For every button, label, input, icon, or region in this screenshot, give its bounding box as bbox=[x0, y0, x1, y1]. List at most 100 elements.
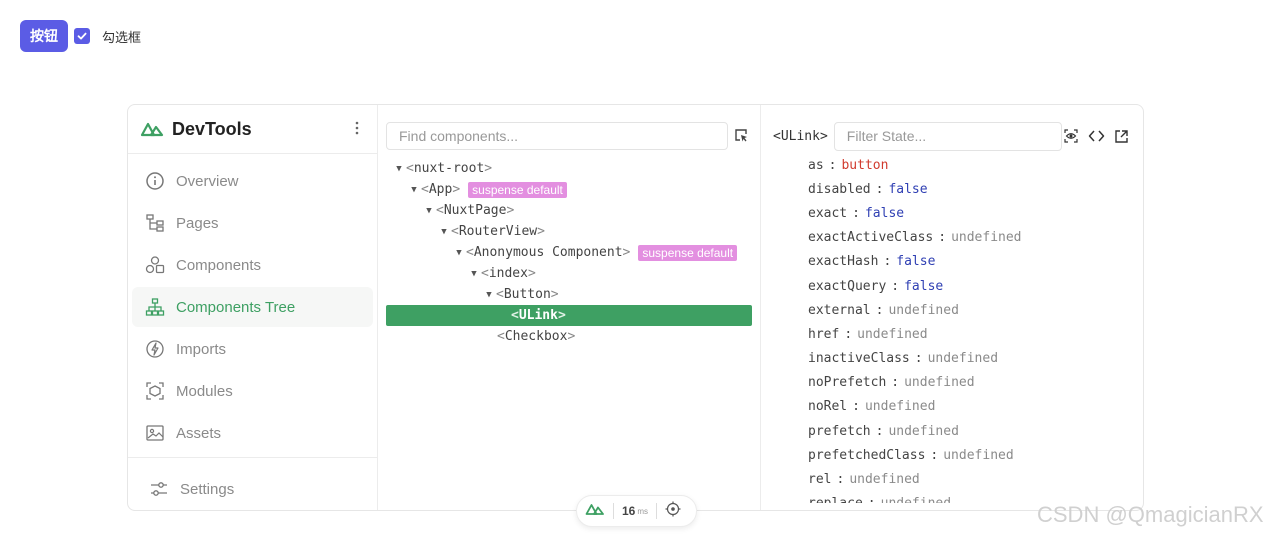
prop-row: exactActiveClass:undefined bbox=[808, 230, 1022, 246]
props-list: as:button disabled:false exact:false exa… bbox=[808, 153, 1022, 503]
sidebar-item-modules[interactable]: Modules bbox=[132, 371, 373, 411]
sidebar-item-components[interactable]: Components bbox=[132, 245, 373, 285]
more-menu-icon[interactable] bbox=[355, 121, 359, 137]
sidebar-settings: Settings bbox=[132, 467, 373, 510]
module-icon bbox=[144, 380, 166, 402]
demo-controls: 按钮 勾选框 bbox=[20, 20, 141, 52]
prop-row: prefetchedClass:undefined bbox=[808, 447, 1014, 463]
prop-key: inactiveClass bbox=[808, 351, 910, 367]
sidebar-item-label: Overview bbox=[176, 172, 239, 190]
prop-value[interactable]: false bbox=[904, 278, 944, 294]
tree-node-label: ULink bbox=[518, 308, 558, 323]
prop-key: exact bbox=[808, 205, 848, 221]
sidebar-nav: Overview Pages Components Components Tre… bbox=[128, 154, 377, 455]
prop-value[interactable]: false bbox=[896, 254, 936, 270]
tree-node-label: Anonymous Component bbox=[473, 245, 623, 260]
filter-state-input[interactable]: Filter State... bbox=[833, 121, 1062, 151]
tree-node[interactable]: ▼<index> bbox=[386, 263, 752, 284]
select-component-icon[interactable] bbox=[734, 128, 748, 147]
prop-key: as bbox=[808, 157, 824, 173]
prop-row: disabled:false bbox=[808, 181, 928, 197]
sidebar-item-label: Components bbox=[176, 256, 262, 274]
sidebar-item-label: Settings bbox=[180, 480, 235, 498]
sidebar-item-components-tree[interactable]: Components Tree bbox=[132, 287, 373, 327]
prop-key: external bbox=[808, 302, 871, 318]
tree-node-label: NuxtPage bbox=[443, 203, 507, 218]
tree-icon bbox=[144, 296, 166, 318]
prop-key: exactActiveClass bbox=[808, 230, 934, 246]
prop-value[interactable]: false bbox=[888, 181, 928, 197]
sidebar: DevTools Overview Pages bbox=[128, 105, 378, 510]
collapse-icon[interactable]: ▼ bbox=[471, 268, 477, 279]
sidebar-item-settings[interactable]: Settings bbox=[136, 469, 369, 509]
tree-node[interactable]: ▼<nuxt-root> bbox=[386, 158, 752, 179]
tree-node[interactable]: ▼<Anonymous Component> suspense default bbox=[386, 242, 752, 263]
collapse-icon[interactable]: ▼ bbox=[411, 184, 417, 195]
tree-node-label: Button bbox=[503, 287, 551, 302]
prop-row: exact:false bbox=[808, 205, 905, 221]
collapse-icon[interactable]: ▼ bbox=[426, 205, 432, 216]
collapse-icon[interactable]: ▼ bbox=[456, 247, 462, 258]
prop-row: href:undefined bbox=[808, 326, 928, 342]
prop-key: noRel bbox=[808, 399, 848, 415]
sidebar-divider bbox=[128, 457, 377, 458]
prop-value[interactable]: undefined bbox=[864, 399, 936, 415]
prop-key: exactHash bbox=[808, 254, 879, 270]
sidebar-item-imports[interactable]: Imports bbox=[132, 329, 373, 369]
component-search-input[interactable]: Find components... bbox=[386, 122, 728, 150]
code-icon[interactable] bbox=[1088, 129, 1105, 148]
sidebar-item-label: Imports bbox=[176, 340, 227, 358]
tree-node[interactable]: ▼<App> suspense default bbox=[386, 179, 752, 200]
prop-value[interactable]: button bbox=[841, 157, 889, 173]
devtools-floating-bar: 16 ms bbox=[576, 495, 697, 527]
inspect-eye-icon[interactable] bbox=[1063, 128, 1079, 149]
demo-checkbox-label[interactable]: 勾选框 bbox=[102, 30, 142, 46]
prop-value[interactable]: undefined bbox=[943, 447, 1014, 463]
tree-node[interactable]: ▼<RouterView> bbox=[386, 221, 752, 242]
crosshair-icon[interactable] bbox=[665, 501, 681, 522]
prop-key: prefetch bbox=[808, 423, 871, 439]
devtools-panel: DevTools Overview Pages bbox=[127, 104, 1144, 511]
demo-button[interactable]: 按钮 bbox=[20, 20, 68, 52]
tree-node[interactable]: ▼<NuxtPage> bbox=[386, 200, 752, 221]
sidebar-item-assets[interactable]: Assets bbox=[132, 413, 373, 453]
tree-node[interactable]: ▼<Button> bbox=[386, 284, 752, 305]
prop-value[interactable]: undefined bbox=[927, 351, 999, 367]
prop-value[interactable]: undefined bbox=[904, 375, 975, 391]
prop-value[interactable]: undefined bbox=[857, 326, 928, 342]
tree-node-label: App bbox=[428, 182, 453, 197]
check-icon bbox=[77, 32, 87, 40]
prop-key: exactQuery bbox=[808, 278, 887, 294]
demo-checkbox[interactable] bbox=[74, 28, 90, 44]
collapse-icon[interactable]: ▼ bbox=[486, 289, 492, 300]
collapse-icon[interactable]: ▼ bbox=[441, 226, 447, 237]
nuxt-logo-icon[interactable] bbox=[585, 502, 605, 521]
prop-value[interactable]: undefined bbox=[888, 423, 959, 439]
prop-value[interactable]: undefined bbox=[849, 472, 920, 488]
sitemap-icon bbox=[144, 212, 166, 234]
prop-value[interactable]: undefined bbox=[951, 230, 1022, 246]
prop-value[interactable]: undefined bbox=[888, 302, 959, 318]
prop-row: rel:undefined bbox=[808, 472, 920, 488]
prop-row: replace:undefined bbox=[808, 492, 1022, 503]
sidebar-item-label: Components Tree bbox=[176, 298, 296, 316]
image-icon bbox=[144, 422, 166, 444]
prop-row: prefetch:undefined bbox=[808, 423, 959, 439]
prop-row: exactHash:false bbox=[808, 254, 936, 270]
info-icon bbox=[144, 170, 166, 192]
sidebar-item-pages[interactable]: Pages bbox=[132, 203, 373, 243]
tree-node-selected[interactable]: <ULink> bbox=[386, 305, 752, 326]
prop-value[interactable]: false bbox=[864, 205, 905, 221]
open-external-icon[interactable] bbox=[1114, 129, 1129, 149]
prop-value[interactable]: undefined bbox=[881, 496, 951, 503]
sidebar-item-overview[interactable]: Overview bbox=[132, 161, 373, 201]
collapse-icon[interactable]: ▼ bbox=[396, 163, 402, 174]
bolt-icon bbox=[144, 338, 166, 360]
suspense-badge: suspense default bbox=[638, 244, 738, 261]
prop-key: prefetchedClass bbox=[808, 447, 926, 463]
tree-node-label: RouterView bbox=[458, 224, 538, 239]
prop-row: as:button bbox=[808, 157, 889, 173]
tree-node[interactable]: <Checkbox> bbox=[497, 329, 576, 344]
state-header: <ULink> Filter State... bbox=[773, 121, 1062, 151]
prop-key: href bbox=[808, 326, 840, 342]
